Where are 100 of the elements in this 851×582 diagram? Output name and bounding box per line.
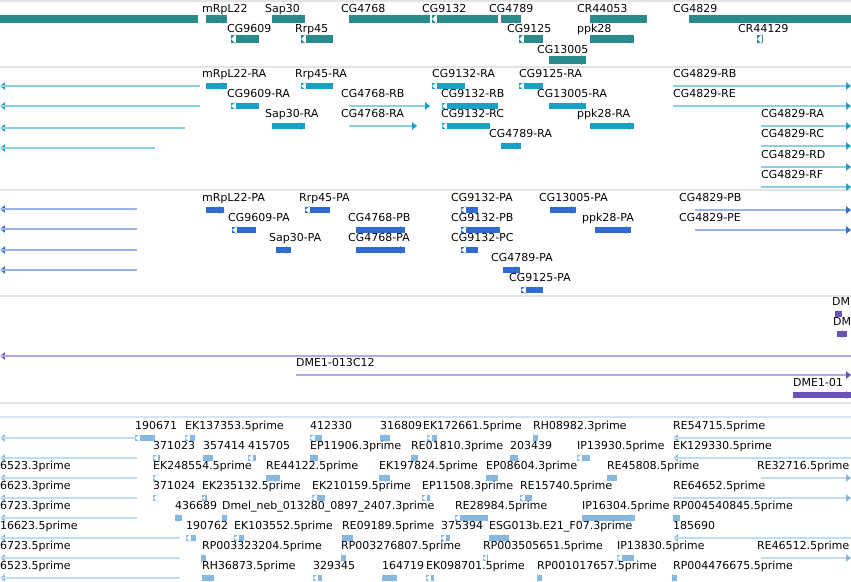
feature-label: 190762	[186, 520, 228, 531]
feature-label: Rrp45	[295, 23, 328, 34]
feature-label: RP004476675.5prime	[673, 560, 793, 571]
feature-label: CG9132-PA	[451, 192, 513, 203]
feature-label: DME1-013C12	[296, 357, 375, 368]
feature-label: mRpL22-RA	[202, 68, 266, 79]
feature-label: 357414	[203, 440, 245, 451]
feature-label: RE44122.5prime	[266, 460, 358, 471]
feature-label: CG4829-PB	[679, 192, 742, 203]
feature-label: RH08982.3prime	[533, 420, 626, 431]
feature-label: EP11508.3prime	[422, 480, 514, 491]
feature-label: RE64652.5prime	[673, 480, 766, 491]
feature-label: CG4768	[341, 3, 386, 14]
feature-label: Sap30-PA	[269, 232, 322, 243]
feature-label: 371024	[153, 480, 195, 491]
feature-label: CG9609-RA	[227, 88, 290, 99]
feature-label: CG13005	[537, 44, 588, 55]
feature-label: CG4829-RB	[673, 68, 736, 79]
feature-label: ESG013b.E21_F07.3prime	[489, 520, 632, 531]
feature-label: EK103552.5prime	[234, 520, 333, 531]
feature-label: CG9125-RA	[519, 68, 582, 79]
feature-label: RE01810.3prime	[411, 440, 504, 451]
feature-label: Sap30	[265, 3, 300, 14]
feature-label: CG4768-PA	[348, 232, 410, 243]
feature-label: 6723.5prime	[0, 540, 71, 551]
feature-label: 375394	[441, 520, 483, 531]
feature-label: RE32716.5prime	[757, 460, 850, 471]
feature-label: CG13005-RA	[537, 88, 607, 99]
feature-label: CG9125-PA	[509, 272, 571, 283]
feature-label: Dmel_neb_013280_0897_2407.3prime	[222, 500, 434, 511]
feature-label: ppk28	[577, 23, 612, 34]
feature-label: CG4789-PA	[491, 252, 553, 263]
feature-label: EK172661.5prime	[423, 420, 522, 431]
feature-label: RP003276807.5prime	[341, 540, 461, 551]
feature-label: RP004540845.5prime	[673, 500, 793, 511]
feature-label: CG4829	[673, 3, 718, 14]
feature-label: CG13005-PA	[539, 192, 608, 203]
feature-label: IP13930.5prime	[577, 440, 664, 451]
feature-label: CG4829-RF	[761, 169, 824, 180]
feature-label: EK129330.5prime	[673, 440, 772, 451]
feature-label: Sap30-RA	[265, 108, 318, 119]
feature-label: DM	[833, 316, 851, 327]
feature-label: RP003323204.5prime	[202, 540, 322, 551]
feature-label: CG4829-RD	[761, 149, 826, 160]
feature-label: RP003505651.5prime	[483, 540, 603, 551]
feature-label: RE54715.5prime	[673, 420, 766, 431]
feature-label: Rrp45-RA	[295, 68, 347, 79]
feature-label: CR44129	[738, 23, 788, 34]
feature-label: 203439	[510, 440, 552, 451]
feature-label: IP13830.5prime	[617, 540, 704, 551]
feature-label: 415705	[248, 440, 290, 451]
feature-label: CG4829-RA	[761, 108, 824, 119]
feature-label: EK235132.5prime	[202, 480, 301, 491]
feature-label: CG4829-PE	[679, 212, 741, 223]
feature-label: CG9132-PC	[451, 232, 514, 243]
feature-label: 185690	[673, 520, 715, 531]
feature-label: 164719	[382, 560, 424, 571]
feature-label: 329345	[313, 560, 355, 571]
feature-label: CG9609	[227, 23, 272, 34]
feature-label: EP11906.3prime	[310, 440, 402, 451]
feature-label: CG9132	[422, 3, 466, 14]
feature-label: Rrp45-PA	[299, 192, 350, 203]
feature-label: 412330	[310, 420, 352, 431]
feature-label: CG9132-RC	[441, 108, 504, 119]
feature-label: RE46512.5prime	[757, 540, 850, 551]
feature-label: CG9125	[507, 23, 552, 34]
feature-label: 6723.3prime	[0, 500, 71, 511]
feature-label: 6623.3prime	[0, 480, 71, 491]
feature-label: RE45808.5prime	[607, 460, 700, 471]
feature-label: CG9609-PA	[228, 212, 290, 223]
feature-label: mRpL22-PA	[202, 192, 265, 203]
feature-label: RP001017657.5prime	[537, 560, 657, 571]
feature-label: CG4789	[489, 3, 534, 14]
feature-label: RE09189.5prime	[342, 520, 434, 531]
feature-label: CG9132-RA	[432, 68, 495, 79]
feature-label: 316809	[380, 420, 422, 431]
feature-label: CG4768-RA	[341, 108, 404, 119]
feature-label: EK137353.5prime	[185, 420, 284, 431]
feature-label: RE15740.5prime	[520, 480, 612, 491]
feature-label: CG9132-RB	[441, 88, 504, 99]
feature-label: RE28984.5prime	[455, 500, 548, 511]
feature-label: RH36873.5prime	[202, 560, 296, 571]
feature-label: CR44053	[577, 3, 628, 14]
feature-label: EP08604.3prime	[486, 460, 578, 471]
feature-label: 190671	[135, 420, 177, 431]
feature-label: EK098701.5prime	[426, 560, 525, 571]
feature-label: ppk28-PA	[582, 212, 634, 223]
feature-label: 371023	[153, 440, 195, 451]
feature-label: DM	[832, 296, 850, 307]
feature-label: EK248554.5prime	[153, 460, 252, 471]
feature-label: CG4829-RE	[673, 88, 736, 99]
feature-label: ppk28-RA	[577, 108, 630, 119]
feature-label: EK197824.5prime	[379, 460, 478, 471]
feature-label: CG4768-PB	[348, 212, 410, 223]
feature-label: CG4829-RC	[761, 128, 824, 139]
feature-label: 436689	[175, 500, 217, 511]
feature-label: DME1-01	[793, 377, 843, 388]
feature-label: CG4768-RB	[341, 88, 404, 99]
feature-label: IP16304.5prime	[582, 500, 670, 511]
feature-label: 6523.3prime	[0, 460, 71, 471]
